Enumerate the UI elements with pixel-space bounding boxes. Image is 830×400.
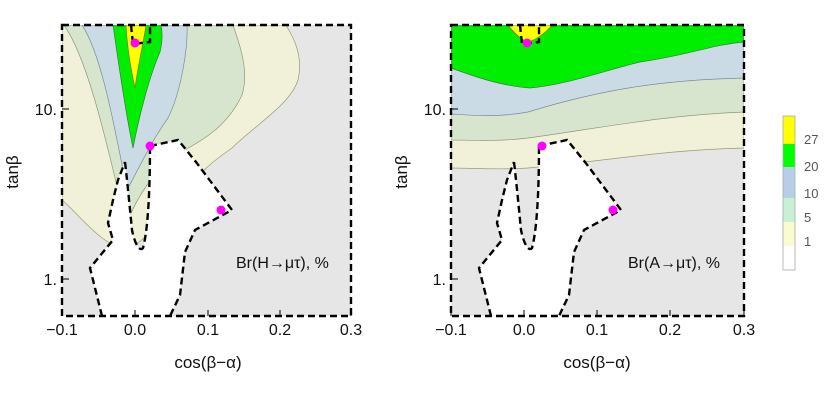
legend-swatch-27	[783, 116, 795, 144]
boundary-right-h	[149, 138, 234, 316]
xtick-label-h-2: 0.1	[197, 322, 219, 339]
xtick-label-h-1: 0.0	[124, 322, 146, 339]
legend-swatch-5	[783, 198, 795, 222]
legend-swatch-below-1	[783, 246, 795, 270]
x-axis-label-h: cos(β−α)	[174, 353, 241, 372]
x-ticks-h	[61, 310, 352, 316]
xtick-label-a-1: 0.0	[513, 322, 535, 339]
y-ticks-a	[451, 108, 458, 280]
contour-band-27-h	[125, 25, 147, 89]
xtick-label-h-4: 0.3	[340, 322, 362, 339]
legend-swatch-10	[783, 167, 795, 198]
y-axis-label-a: tanβ	[392, 155, 411, 189]
boundary-fold-a	[512, 145, 541, 251]
legend-label-10: 10	[804, 186, 818, 201]
annotation-h: Br(H→μτ), %	[236, 255, 329, 272]
x-ticks-a	[450, 310, 745, 316]
boundary-lower-a	[477, 161, 516, 316]
boundary-lower-h	[88, 161, 127, 316]
xtick-label-a-0: −0.1	[435, 322, 467, 339]
y-ticks-h	[62, 108, 69, 280]
point-h-3	[216, 205, 226, 215]
xtick-label-a-4: 0.3	[733, 322, 755, 339]
boundary-fold-h	[123, 145, 152, 251]
xtick-label-a-2: 0.1	[586, 322, 608, 339]
point-a-3	[608, 205, 618, 215]
legend-label-5: 5	[804, 210, 811, 225]
contour-band-20-h	[112, 25, 163, 149]
legend-label-1: 1	[804, 234, 811, 249]
allowed-region-a	[479, 140, 621, 316]
point-h-2	[145, 141, 155, 151]
point-a-2	[537, 141, 547, 151]
annotation-a: Br(A→μτ), %	[628, 255, 720, 272]
ytick-label-h-10: 10.	[35, 102, 57, 119]
allowed-region-h	[90, 140, 232, 316]
boundary-top-h	[129, 25, 152, 46]
xtick-label-h-0: −0.1	[46, 322, 78, 339]
legend-label-20: 20	[804, 159, 818, 174]
ytick-label-h-1: 1.	[44, 272, 57, 289]
panel-h: −0.1 0.0 0.1 0.2 0.3 10. 1. cos(β−α) tan…	[3, 23, 362, 372]
xtick-label-h-3: 0.2	[269, 322, 291, 339]
legend-frame	[782, 115, 796, 271]
xtick-label-a-3: 0.2	[659, 322, 681, 339]
point-h-1	[130, 38, 140, 48]
x-axis-label-a: cos(β−α)	[563, 353, 630, 372]
color-legend: 27 20 10 5 1	[782, 115, 818, 271]
legend-swatch-1	[783, 222, 795, 246]
boundary-right-a	[538, 138, 623, 316]
legend-swatch-20	[783, 144, 795, 167]
ytick-label-a-10: 10.	[424, 102, 446, 119]
y-axis-label-h: tanβ	[3, 155, 22, 189]
panel-a: −0.1 0.0 0.1 0.2 0.3 10. 1. cos(β−α) tan…	[392, 23, 755, 372]
legend-label-27: 27	[804, 132, 818, 147]
boundary-h	[88, 25, 234, 316]
plot-frame-h	[60, 23, 353, 318]
point-a-1	[522, 38, 532, 48]
ytick-label-a-1: 1.	[433, 272, 446, 289]
